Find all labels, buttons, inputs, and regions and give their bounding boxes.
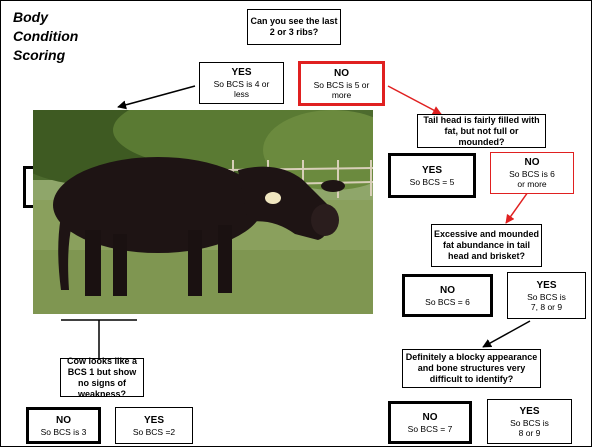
no-bcs-text: So BCS is 3 <box>40 426 87 437</box>
yes-bcs-5-box: YES So BCS = 5 <box>388 153 476 198</box>
no-bcs-text: So BCS = 7 <box>407 423 453 434</box>
title-line-2: Condition <box>13 28 79 44</box>
yes-bcs-text: So BCS is 7, 8 or 9 <box>527 291 566 312</box>
excessive-fat-question-box: Excessive and mounded fat abundance in t… <box>431 224 542 267</box>
yes-label: YES <box>143 414 164 426</box>
no-label: NO <box>524 157 540 168</box>
no-bcs-6-or-more-box: NO So BCS is 6 or more <box>490 152 574 194</box>
no-bcs-text: So BCS is 6 or more <box>509 169 555 189</box>
cow-looks-like-bcs1-question-box: Cow looks like a BCS 1 but show no signs… <box>60 355 144 399</box>
yes-label: YES <box>536 279 557 291</box>
yes-bcs-7-8-9-box: YES So BCS is 7, 8 or 9 <box>507 272 586 319</box>
yes-label: YES <box>421 164 442 176</box>
excessive-fat-question-text: Excessive and mounded fat abundance in t… <box>433 229 540 261</box>
no-label: NO <box>422 411 438 423</box>
yes-bcs-text: So BCS is 8 or 9 <box>510 417 549 438</box>
arrow-no6plus-to-excessive <box>505 191 529 224</box>
arrow-no-top-to-tail <box>387 85 442 115</box>
cow-looks-like-bcs1-question-text: Cow looks like a BCS 1 but show no signs… <box>66 355 138 399</box>
blocky-question-box: Definitely a blocky appearance and bone … <box>402 349 541 388</box>
no-bcs-7-box: NO So BCS = 7 <box>388 401 472 444</box>
no-bcs-text: So BCS is 5 or more <box>313 79 370 100</box>
yes-bcs-8-or-9-box: YES So BCS is 8 or 9 <box>487 399 572 444</box>
blocky-question-text: Definitely a blocky appearance and bone … <box>405 352 538 384</box>
yes-bcs-2-box: YES So BCS =2 <box>115 407 193 444</box>
arrow-yes-top-to-photo <box>117 85 196 110</box>
title-line-1: Body <box>13 9 48 25</box>
no-bcs-6-box: NO So BCS = 6 <box>402 274 493 317</box>
no-label: NO <box>56 414 71 426</box>
no-label: NO <box>334 67 349 79</box>
yes-label: YES <box>231 67 252 78</box>
yes-label: YES <box>519 405 540 417</box>
tail-head-question-text: Tail head is fairly filled with fat, but… <box>423 114 540 147</box>
tail-head-question-box: Tail head is fairly filled with fat, but… <box>417 114 546 148</box>
yes-bcs-4-or-less-box: YES So BCS is 4 or less <box>199 62 284 104</box>
root-question-box: Can you see the last 2 or 3 ribs? <box>247 9 341 45</box>
no-bcs-5-or-more-box: NO So BCS is 5 or more <box>298 61 385 106</box>
title-line-3: Scoring <box>13 47 66 63</box>
yes-bcs-text: So BCS =2 <box>132 426 176 437</box>
yes-bcs-text: So BCS is 4 or less <box>213 79 270 99</box>
arrow-yes789-to-blocky <box>482 320 531 348</box>
no-bcs-text: So BCS = 6 <box>425 296 470 307</box>
yes-bcs-text: So BCS = 5 <box>409 176 455 187</box>
cow-photo <box>33 110 373 314</box>
root-question-text: Can you see the last 2 or 3 ribs? <box>250 16 338 37</box>
no-label: NO <box>440 284 455 296</box>
no-bcs-3-box: NO So BCS is 3 <box>26 407 101 444</box>
